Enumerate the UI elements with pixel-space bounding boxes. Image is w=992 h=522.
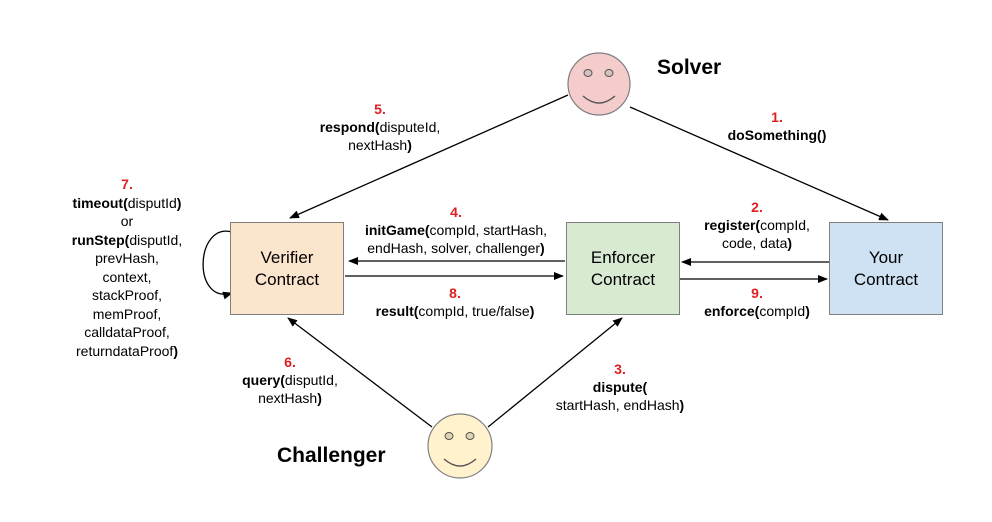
step-4-function: initGame( — [364, 222, 430, 238]
step-2-close: ) — [787, 235, 793, 251]
step-4-close: ) — [540, 240, 545, 256]
step-7-arg-returndataproof: returndataProof — [76, 342, 174, 359]
step-2-function: register( — [704, 217, 761, 233]
step-7-arg-disputid: disputId, — [129, 231, 183, 248]
step-3-close: ) — [679, 397, 685, 413]
step-5-close: ) — [407, 137, 412, 153]
solver-face-icon — [567, 52, 631, 116]
step-7-timeout-args: disputId — [127, 194, 177, 211]
step-5-label: 5. respond(disputeId, nextHash) — [300, 100, 460, 154]
step-6-args-2: nextHash — [258, 390, 318, 406]
challenger-label: Challenger — [277, 444, 386, 467]
step-9-label: 9. enforce(compId) — [687, 284, 827, 320]
step-7-timeout-function: timeout( — [72, 194, 128, 211]
step-9-number: 9. — [751, 285, 763, 301]
step-1-function: doSomething() — [727, 127, 827, 143]
challenger-face-icon — [427, 413, 493, 479]
your-line-1: Your — [868, 247, 904, 267]
step-1-label: 1. doSomething() — [722, 108, 832, 144]
step-2-number: 2. — [751, 199, 763, 215]
arrow-solver-to-verifier — [289, 94, 569, 219]
arrow-verifier-self-loop — [202, 230, 233, 300]
step-5-args-1: disputeId, — [379, 119, 441, 135]
step-8-function: result( — [375, 303, 419, 319]
step-3-args: startHash, endHash — [555, 397, 680, 413]
step-4-number: 4. — [450, 204, 462, 220]
arrow-challenger-to-enforcer — [487, 317, 623, 428]
step-7-timeout-close: ) — [176, 194, 182, 211]
step-7-label: 7. timeout(disputId) or runStep(disputId… — [52, 175, 202, 360]
step-9-close: ) — [805, 303, 810, 319]
step-5-number: 5. — [374, 101, 386, 117]
enforcer-line-1: Enforcer — [590, 247, 656, 267]
step-2-args-2: code, data — [721, 235, 788, 251]
step-3-number: 3. — [614, 361, 626, 377]
step-8-number: 8. — [449, 285, 461, 301]
step-2-label: 2. register(compId, code, data) — [687, 198, 827, 252]
arrow-solver-to-your-contract — [629, 106, 889, 221]
step-3-function: dispute( — [592, 379, 648, 395]
arrow-challenger-to-verifier — [287, 317, 433, 428]
step-5-args-2: nextHash — [348, 137, 408, 153]
step-7-or: or — [120, 213, 134, 229]
step-7-number: 7. — [121, 176, 133, 192]
your-line-2: Contract — [853, 269, 919, 289]
step-7-runstep-close: ) — [173, 342, 178, 359]
step-7-runstep-function: runStep( — [71, 231, 130, 248]
step-6-close: ) — [317, 390, 322, 406]
step-4-args-2: endHash, solver, challenger — [367, 240, 541, 256]
step-4-label: 4. initGame(compId, startHash, endHash, … — [350, 203, 562, 257]
step-6-number: 6. — [284, 354, 296, 370]
step-7-arg-prevhash: prevHash, — [95, 250, 159, 266]
step-6-args-1: disputId, — [284, 372, 338, 388]
solver-label: Solver — [657, 56, 722, 79]
step-2-args-1: compId, — [760, 217, 810, 233]
step-5-function: respond( — [319, 119, 380, 135]
verifier-line-2: Contract — [254, 269, 320, 289]
step-6-function: query( — [242, 372, 285, 388]
step-7-arg-calldataproof: calldataProof, — [84, 324, 170, 340]
step-7-arg-stackproof: stackProof, — [91, 287, 163, 303]
step-9-args: compId — [759, 303, 806, 319]
step-9-function: enforce( — [704, 303, 760, 319]
step-8-label: 8. result(compId, true/false) — [352, 284, 558, 320]
enforcer-line-2: Contract — [590, 269, 656, 289]
verifier-line-1: Verifier — [260, 247, 314, 267]
step-8-args: compId, true/false — [418, 303, 530, 319]
step-8-close: ) — [529, 303, 535, 319]
step-7-arg-context: context, — [102, 268, 152, 285]
step-1-number: 1. — [771, 109, 783, 125]
step-3-label: 3. dispute( startHash, endHash) — [540, 360, 700, 414]
step-4-args-1: compId, startHash, — [429, 222, 548, 238]
step-6-label: 6. query(disputId, nextHash) — [225, 353, 355, 407]
step-7-arg-memproof: memProof, — [92, 305, 162, 322]
